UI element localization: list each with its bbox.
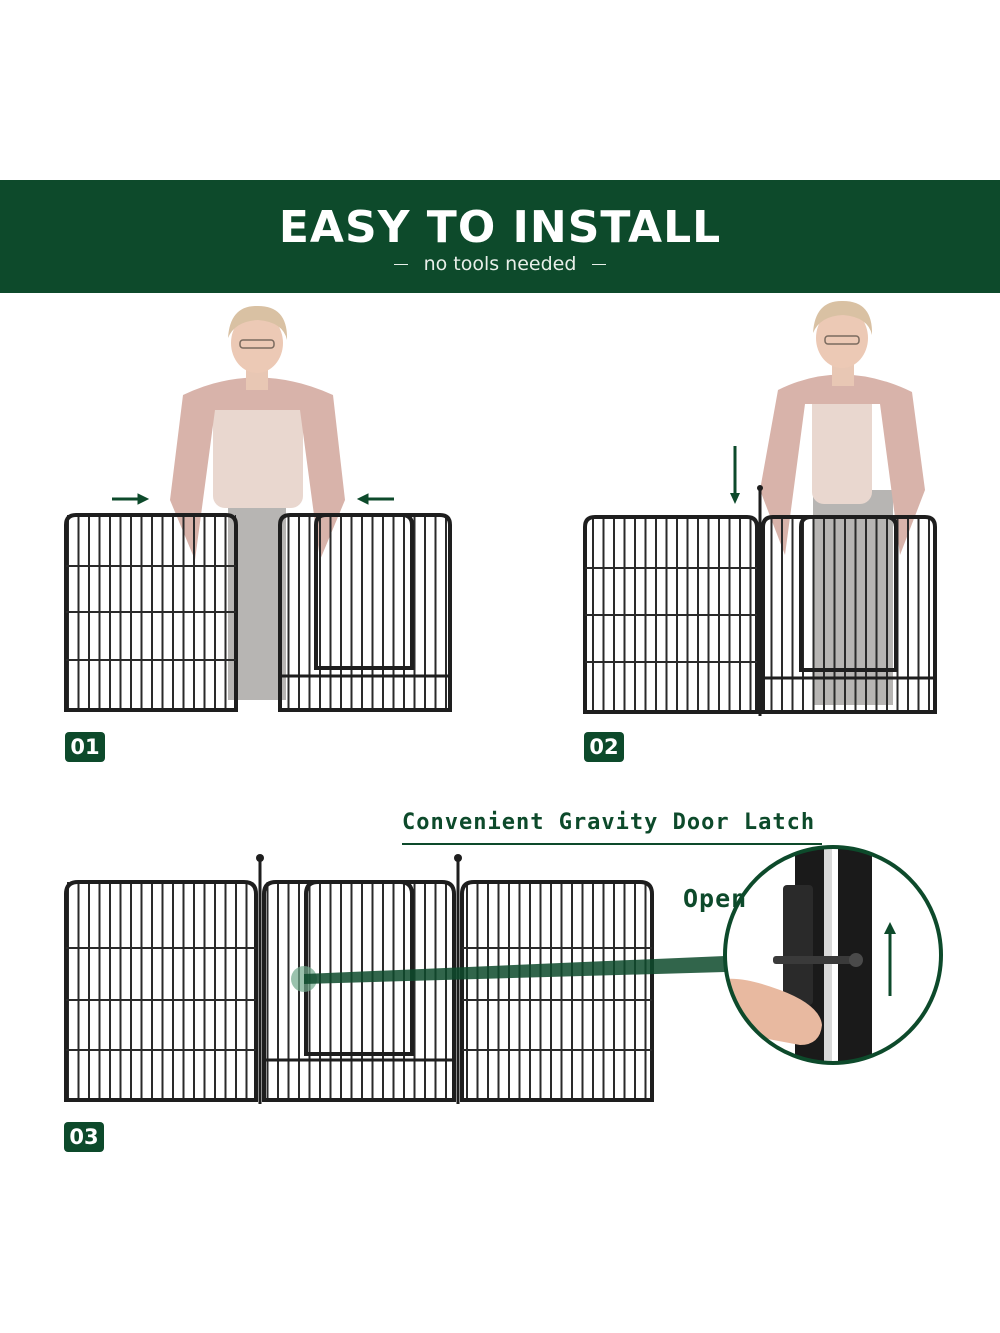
- step-badge-03: 03: [64, 1122, 104, 1152]
- right-dash: [592, 264, 607, 265]
- fence-panel-door: [278, 513, 452, 712]
- fence-panel-b: [460, 880, 654, 1102]
- down-arrow: [730, 446, 740, 504]
- fence-panel-left-2: [583, 515, 759, 714]
- header-banner: EASY TO INSTALL no tools needed: [0, 180, 1000, 293]
- step2-illustration: [583, 300, 937, 716]
- step-badge-01: 01: [65, 732, 105, 762]
- fence-panel-left: [64, 513, 238, 712]
- step1-illustration: [64, 305, 452, 712]
- push-arrows: [112, 493, 394, 505]
- latch-zoom-circle: [723, 845, 943, 1065]
- pin-rods: [256, 854, 462, 1104]
- step3-illustration: [64, 845, 943, 1104]
- fence-panel-door-3: [262, 880, 456, 1102]
- left-dash: [393, 264, 408, 265]
- pin-rod: [757, 485, 763, 716]
- fence-panel-a: [64, 880, 258, 1102]
- banner-subtitle-row: no tools needed: [0, 253, 1000, 275]
- latch-title: Convenient Gravity Door Latch: [402, 810, 816, 835]
- fence-panel-door-2: [761, 515, 937, 714]
- step-badge-02: 02: [584, 732, 624, 762]
- open-label: Open: [683, 884, 748, 913]
- banner-subtitle: no tools needed: [423, 253, 577, 275]
- latch-callout-pointer: [291, 956, 725, 992]
- latch-title-underline: [402, 843, 822, 845]
- banner-title: EASY TO INSTALL: [278, 202, 722, 253]
